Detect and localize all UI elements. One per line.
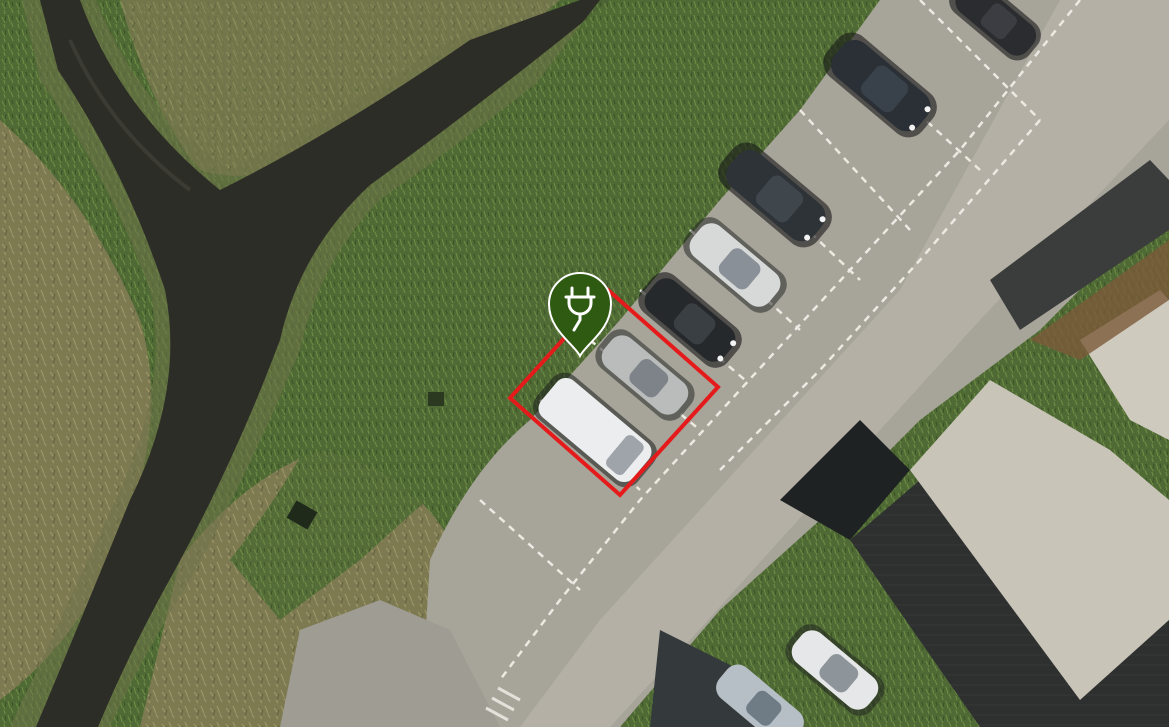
canal-reflection — [68, 39, 192, 192]
ev-charging-plug-icon — [564, 286, 596, 332]
selected-parking-area[interactable] — [507, 287, 721, 498]
flowerbed — [1030, 240, 1169, 360]
parked-cars — [532, 0, 1041, 727]
building-roof-light — [910, 380, 1169, 700]
ev-charging-marker[interactable] — [547, 272, 613, 359]
drive-lane — [520, 0, 1169, 727]
utility-box — [428, 392, 444, 406]
utility-box — [286, 500, 318, 530]
fence-structure — [990, 160, 1169, 330]
sidewalk-pavement — [280, 600, 500, 727]
crosswalk — [485, 686, 521, 722]
building-shadow — [780, 420, 910, 540]
